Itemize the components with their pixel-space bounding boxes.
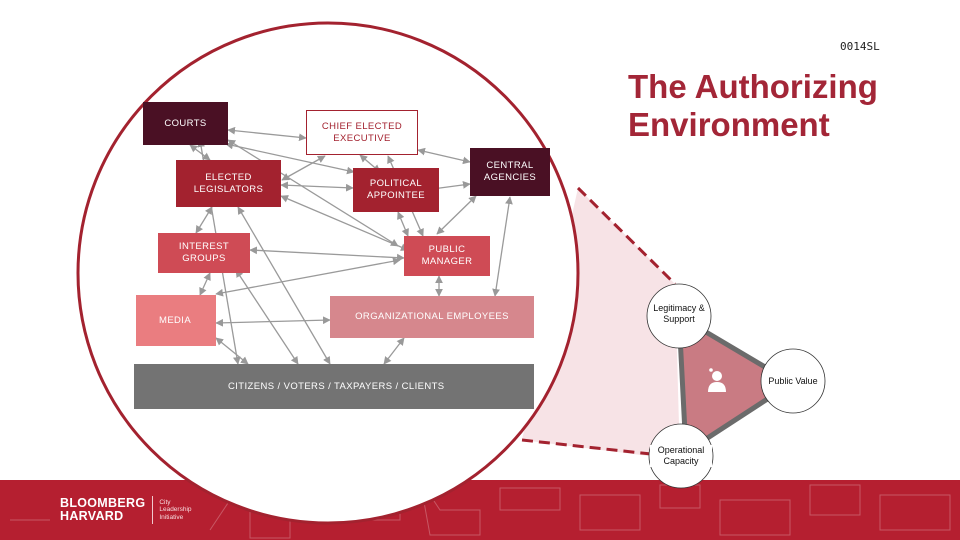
box-organizational-employees: ORGANIZATIONAL EMPLOYEES [330,296,534,338]
box-public-manager: PUBLIC MANAGER [404,236,490,276]
logo-wordmark: BLOOMBERG HARVARD [60,497,145,523]
arrow [280,181,354,192]
arrow [492,196,513,297]
arrow [383,337,405,365]
arrow [281,155,326,181]
arrow [417,147,471,165]
slide-code: 0014SL [840,40,880,53]
logo-sub-line-3: Initiative [159,513,184,521]
label-operational-capacity: Operational Capacity [650,445,712,467]
arrow [436,195,477,235]
box-central-agencies: CENTRAL AGENCIES [470,148,550,196]
label-public-value: Public Value [763,376,823,387]
box-media: MEDIA [136,295,216,346]
bloomberg-harvard-logo: BLOOMBERG HARVARD City Leadership Initia… [60,496,192,524]
arrow [280,195,409,251]
page-title: The Authorizing Environment [628,68,948,144]
logo-line-1: BLOOMBERG [60,496,146,510]
box-courts: COURTS [143,102,228,145]
person-icon [708,368,726,392]
logo-subtitle: City Leadership Initiative [159,499,191,522]
logo-sub-line-1: City [159,498,171,506]
logo-divider [152,496,154,524]
box-elected-legislators: ELECTED LEGISLATORS [176,160,281,207]
title-line-1: The Authorizing [628,68,878,105]
map-pattern [10,480,951,539]
arrow [397,211,409,237]
box-citizens: CITIZENS / VOTERS / TAXPAYERS / CLIENTS [134,364,534,409]
box-interest-groups: INTEREST GROUPS [158,233,250,273]
title-line-2: Environment [628,106,830,143]
arrow [215,257,401,297]
zoom-line-top [576,186,677,286]
footer-band [0,480,960,540]
box-political-appointee: POLITICAL APPOINTEE [353,168,439,212]
logo-line-2: HARVARD [60,509,124,523]
triangle-body [676,313,795,455]
arrow [227,126,307,142]
box-chief-elected-executive: CHIEF ELECTED EXECUTIVE [306,110,418,155]
zoom-line-bottom [521,438,661,457]
arrow [249,246,405,262]
zoom-cone [522,188,680,460]
label-legitimacy-support: Legitimacy & Support [650,303,708,325]
logo-sub-line-2: Leadership [159,506,192,514]
